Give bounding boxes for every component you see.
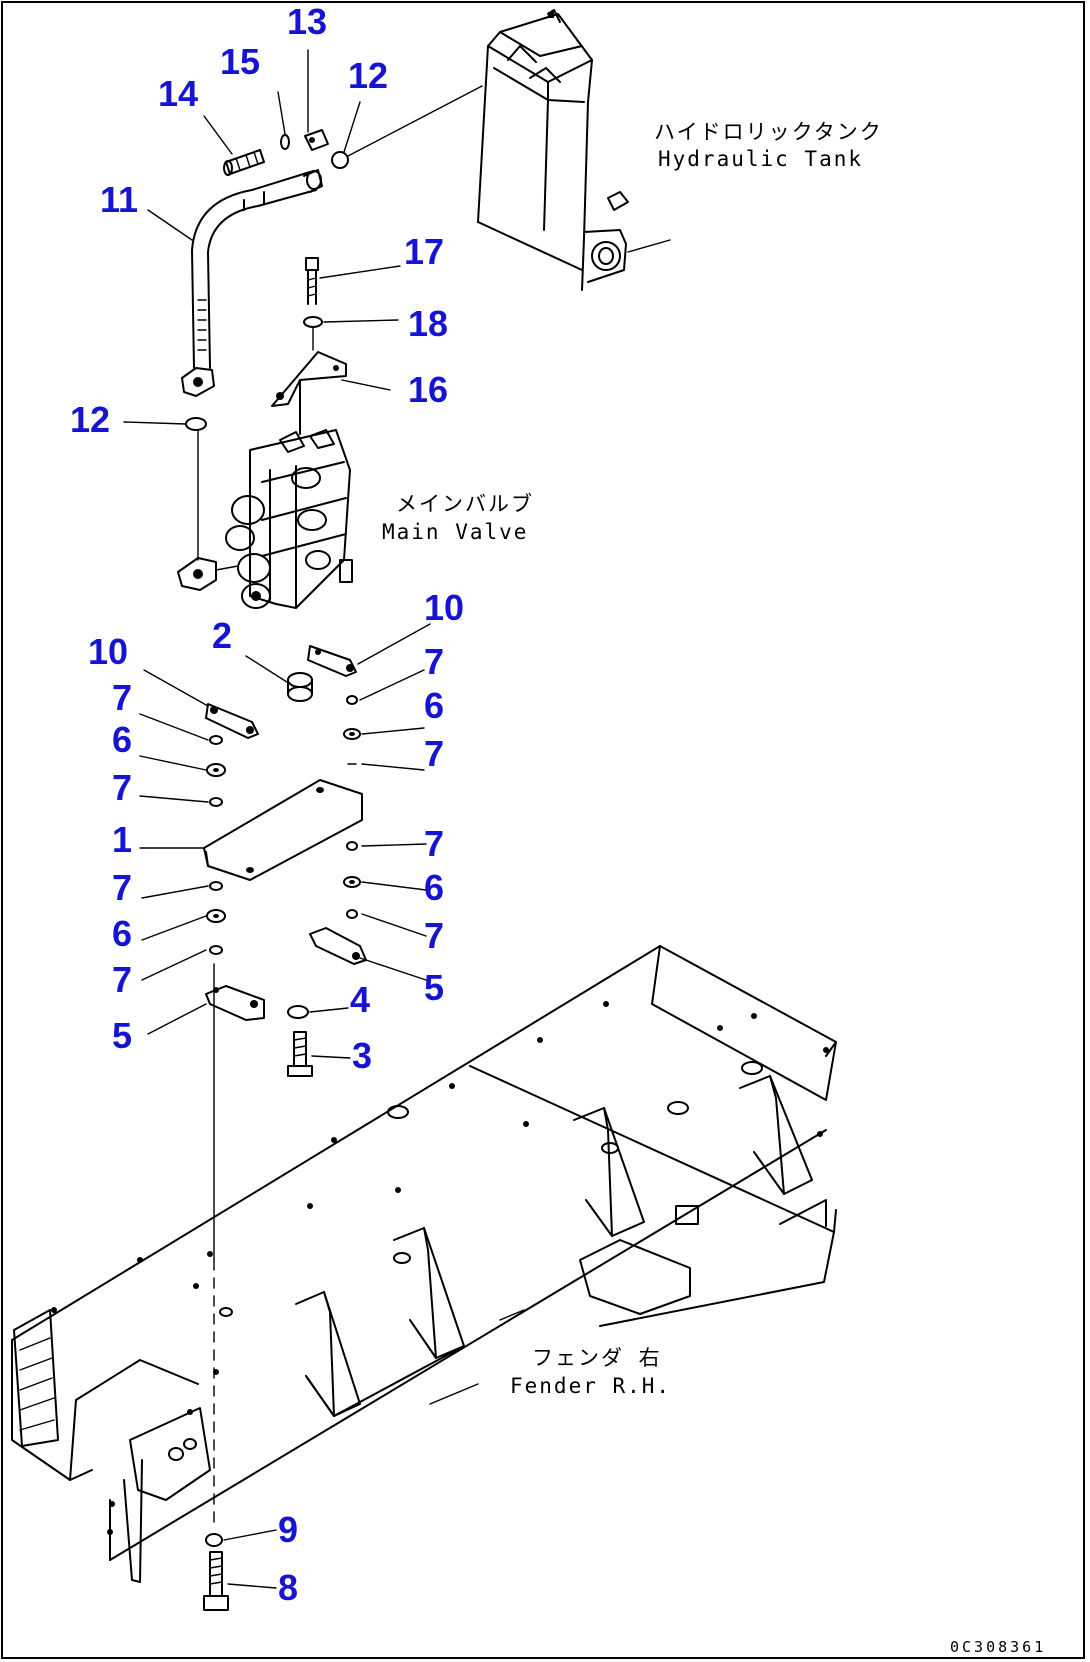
main-valve bbox=[177, 257, 353, 609]
hydraulic-tank-label-jp: ハイドロリックタンク bbox=[654, 120, 883, 144]
callout-14: 14 bbox=[158, 73, 199, 114]
callout-7-left-4: 7 bbox=[112, 959, 133, 1000]
callout-9: 9 bbox=[278, 1509, 299, 1550]
callout-8: 8 bbox=[278, 1567, 299, 1608]
callout-12-mid: 12 bbox=[70, 399, 111, 440]
hydraulic-tank bbox=[477, 9, 671, 291]
fender bbox=[11, 945, 837, 1583]
callout-4: 4 bbox=[350, 979, 371, 1020]
callout-6-right-2: 6 bbox=[424, 867, 445, 908]
callout-7-left-2: 7 bbox=[112, 767, 133, 808]
callout-6-left-2: 6 bbox=[112, 913, 133, 954]
callout-5-left: 5 bbox=[112, 1015, 133, 1056]
fender-label-jp: フェンダ 右 bbox=[532, 1346, 662, 1370]
mounting-hardware bbox=[203, 645, 367, 1611]
callout-7-right-2: 7 bbox=[424, 733, 445, 774]
callout-7-right-4: 7 bbox=[424, 915, 445, 956]
callout-3: 3 bbox=[352, 1035, 373, 1076]
callout-11: 11 bbox=[100, 179, 139, 220]
fender-label-en: Fender R.H. bbox=[510, 1374, 672, 1398]
callout-15: 15 bbox=[220, 41, 261, 82]
callout-7-right-3: 7 bbox=[424, 823, 445, 864]
leader-lines bbox=[123, 49, 431, 1589]
main-valve-label-en: Main Valve bbox=[382, 520, 529, 544]
callout-10-right: 10 bbox=[424, 587, 465, 628]
callout-7-left-1: 7 bbox=[112, 677, 133, 718]
callout-10-left: 10 bbox=[88, 631, 129, 672]
callout-1: 1 bbox=[112, 819, 133, 860]
callout-7-right-1: 7 bbox=[424, 641, 445, 682]
callout-6-right-1: 6 bbox=[424, 685, 445, 726]
callout-18: 18 bbox=[408, 303, 449, 344]
callout-17: 17 bbox=[404, 231, 445, 272]
callout-16: 16 bbox=[408, 369, 449, 410]
callout-2: 2 bbox=[212, 615, 233, 656]
callout-5-right: 5 bbox=[424, 967, 445, 1008]
hose-assembly bbox=[181, 85, 483, 397]
callout-7-left-3: 7 bbox=[112, 867, 133, 908]
callout-13: 13 bbox=[287, 1, 328, 42]
drawing-code: 0C308361 bbox=[950, 1638, 1047, 1656]
main-valve-label-jp: メインバルブ bbox=[396, 492, 534, 516]
hydraulic-tank-label-en: Hydraulic Tank bbox=[658, 147, 864, 171]
callout-6-left-1: 6 bbox=[112, 719, 133, 760]
callout-12-top: 12 bbox=[348, 55, 389, 96]
